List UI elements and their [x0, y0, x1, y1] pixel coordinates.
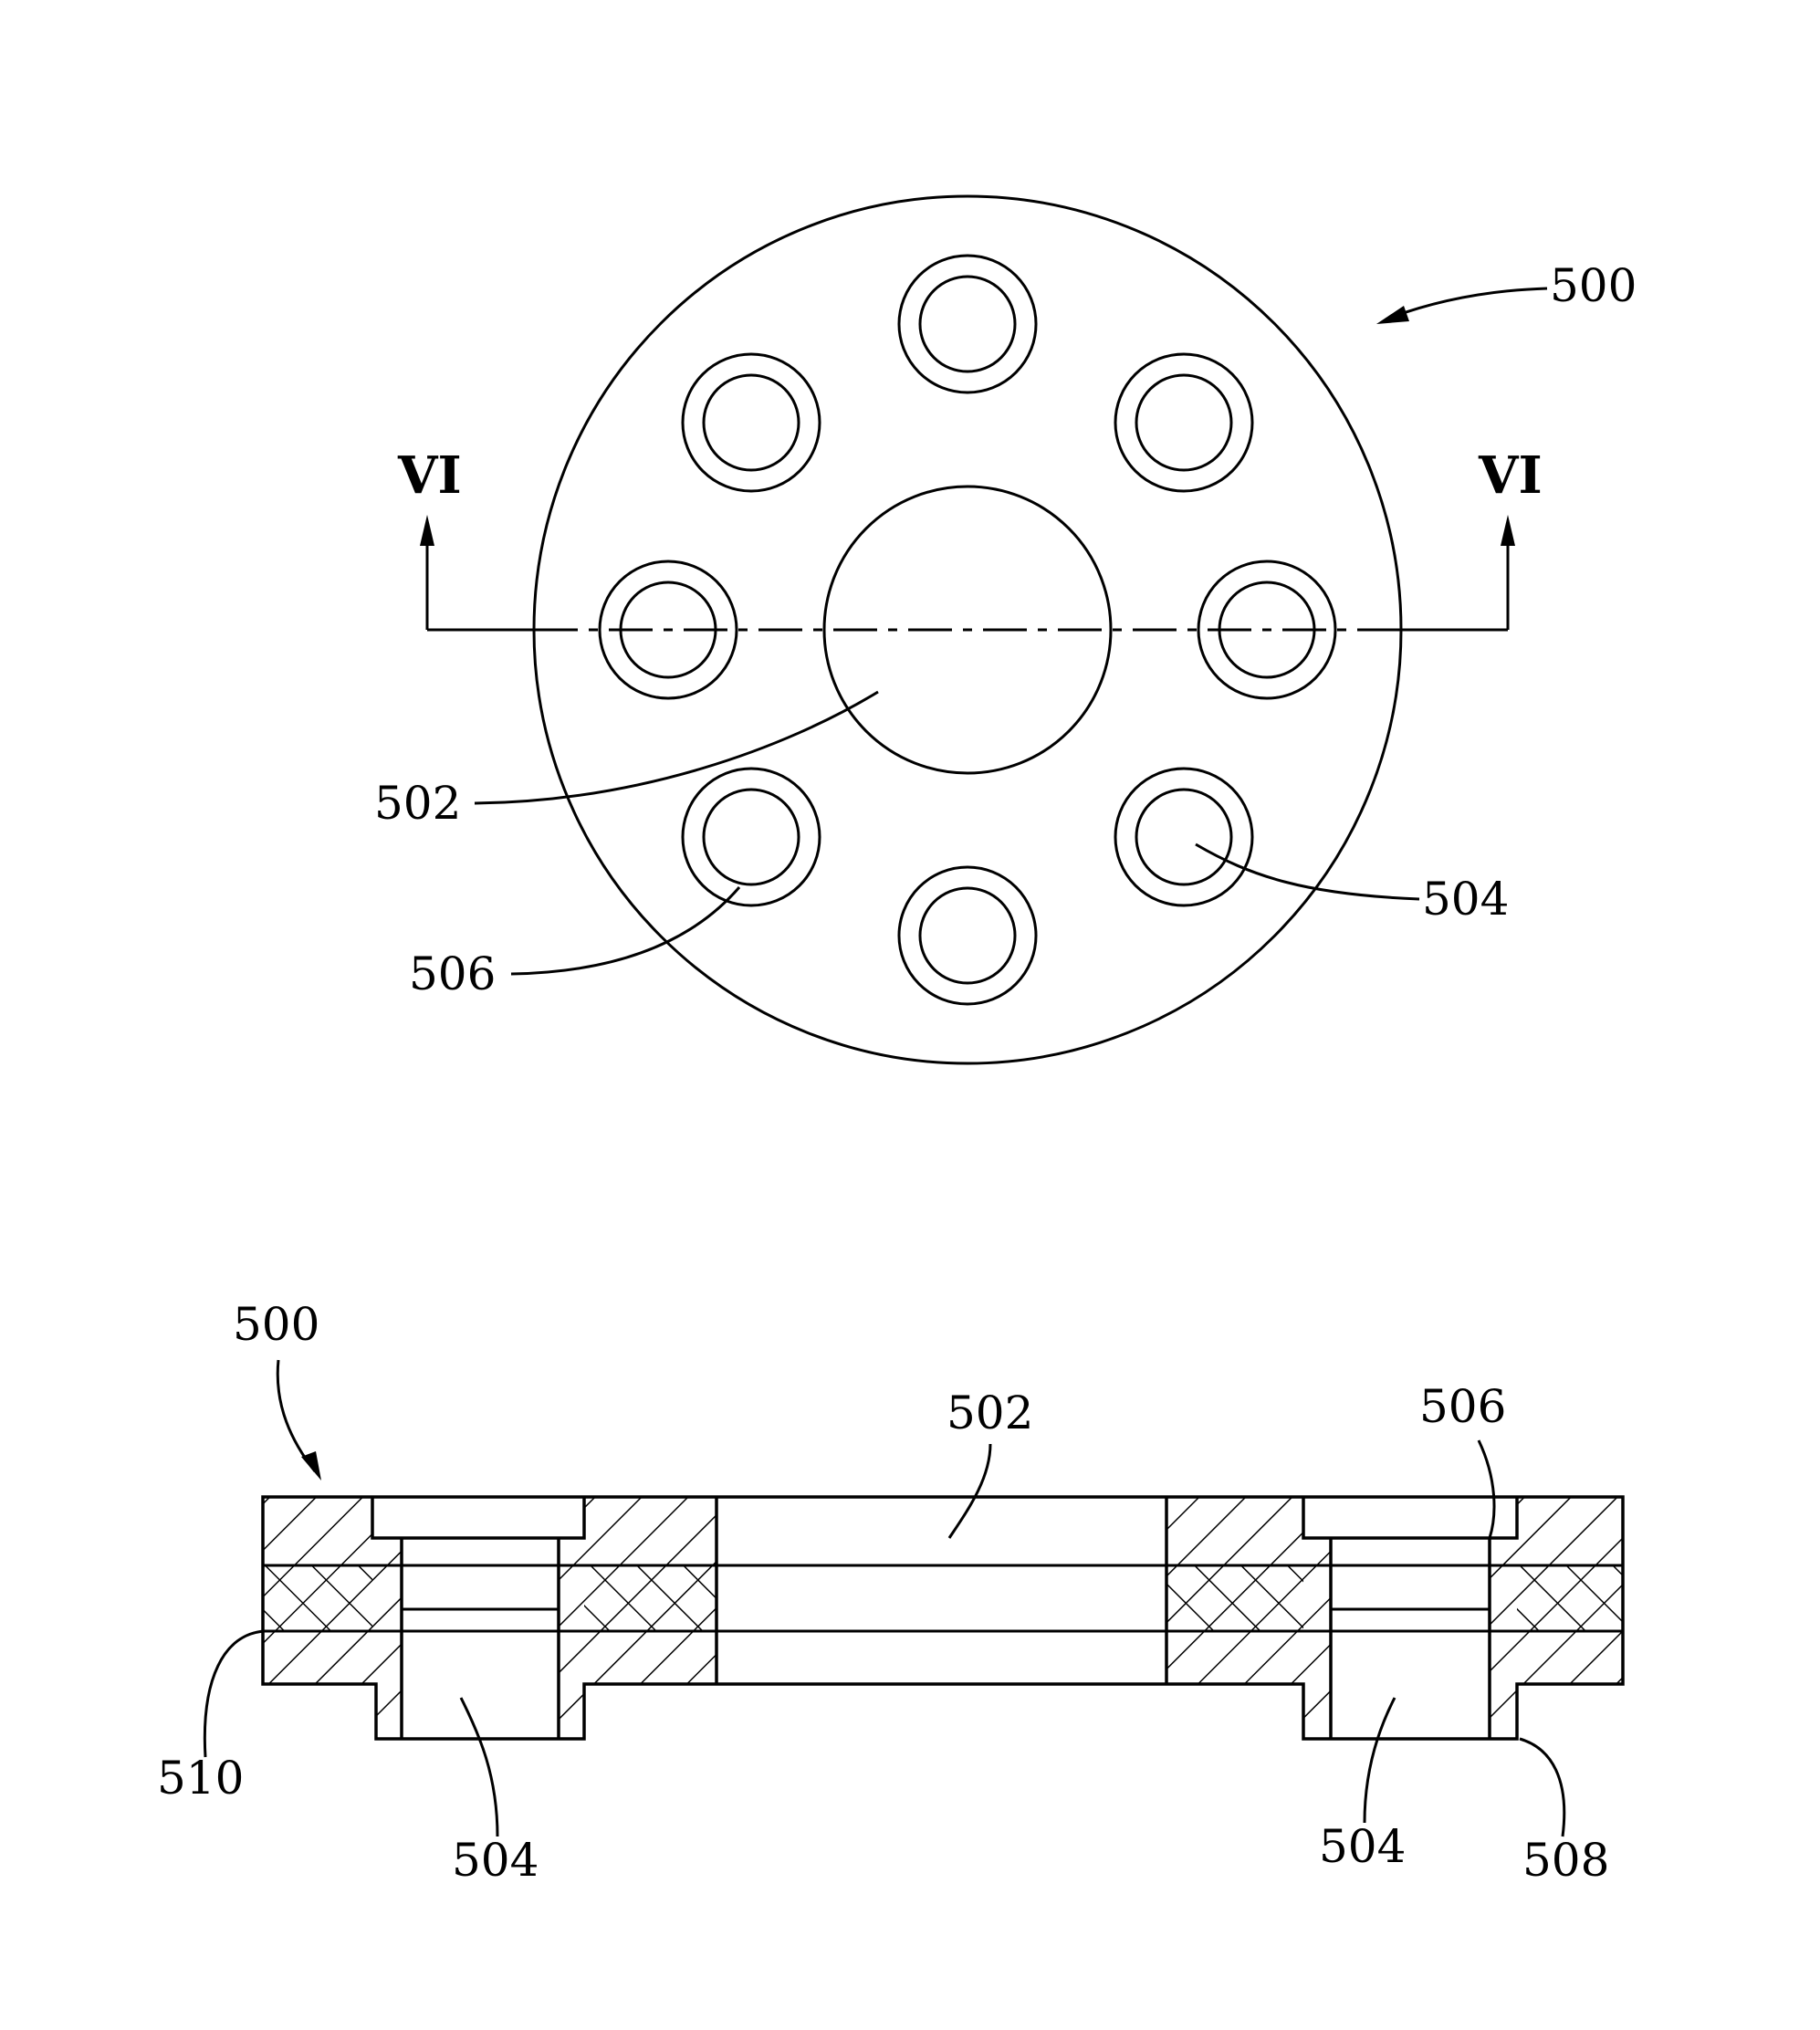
section-label-right: VI	[1478, 445, 1543, 506]
ref-504-left-section: 504	[452, 1834, 539, 1887]
leader-arrow-icon	[301, 1451, 321, 1481]
ref-510-section: 510	[157, 1752, 244, 1805]
ref-504-top: 504	[1422, 873, 1509, 926]
section-view: 500 502 506 510 504 504 508	[157, 1298, 1623, 1887]
ref-502-section: 502	[947, 1386, 1033, 1439]
right-counterbore	[1303, 1497, 1517, 1538]
top-view: VI VI 500 502 504 506	[374, 196, 1637, 1063]
ref-500-section: 500	[233, 1298, 319, 1351]
left-counterbore	[372, 1497, 584, 1538]
section-arrow-right-icon	[1501, 515, 1515, 546]
section-arrow-left-icon	[420, 515, 434, 546]
ref-508-section: 508	[1522, 1834, 1609, 1887]
bolt-hole	[683, 354, 820, 491]
bolt-hole	[899, 256, 1036, 392]
section-line	[420, 515, 1515, 630]
ref-500-top: 500	[1550, 259, 1637, 312]
bolt-hole	[1115, 769, 1252, 905]
ref-506-section: 506	[1419, 1380, 1506, 1433]
bolt-hole	[1115, 354, 1252, 491]
ref-502-top: 502	[374, 777, 461, 830]
section-label-left: VI	[397, 445, 462, 506]
ref-506-top: 506	[409, 947, 496, 1000]
ref-504-right-section: 504	[1319, 1820, 1406, 1873]
bolt-hole	[899, 867, 1036, 1004]
bolt-hole	[683, 769, 820, 905]
leader-arrow-icon	[1376, 306, 1409, 324]
